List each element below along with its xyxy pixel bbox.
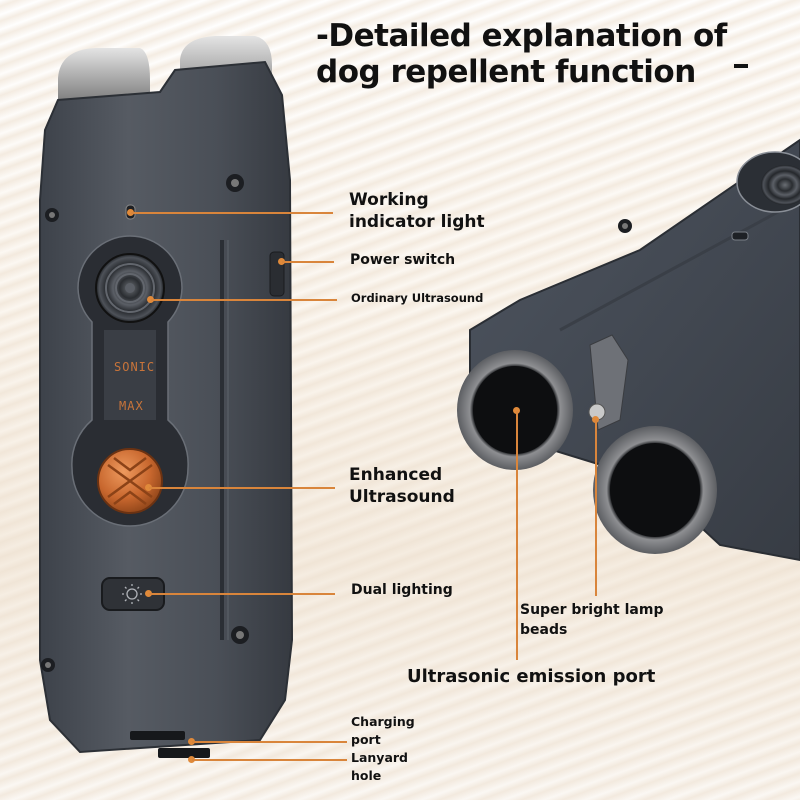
title-dash-mark <box>734 64 748 68</box>
lanyard-hole-slot <box>158 748 210 758</box>
label-lanyard-hole-line1: Lanyard <box>351 750 408 765</box>
label-working-indicator-line1: Working <box>349 190 429 210</box>
label-lanyard-hole-line2: hole <box>351 768 382 783</box>
label-charging-port-line1: Charging <box>351 714 415 729</box>
label-enhanced-ultrasound-line2: Ultrasound <box>349 487 455 507</box>
label-enhanced-ultrasound: Enhanced Ultrasound <box>349 464 455 508</box>
label-lamp-beads-line2: beads <box>520 622 568 638</box>
label-charging-port-line2: port <box>351 732 381 747</box>
light-icon <box>122 584 142 604</box>
label-enhanced-ultrasound-line1: Enhanced <box>349 465 443 485</box>
page-title: -Detailed explanation of dog repellent f… <box>316 18 727 90</box>
panel-label-sonic: SONIC <box>114 360 156 374</box>
title-line-2: dog repellent function <box>316 54 696 90</box>
label-ordinary-ultrasound: Ordinary Ultrasound <box>351 291 484 305</box>
title-line-1: -Detailed explanation of <box>316 18 727 54</box>
label-charging-port: Charging port <box>351 713 415 749</box>
label-lamp-beads-line1: Super bright lamp <box>520 602 664 618</box>
label-lanyard-hole: Lanyard hole <box>351 749 408 785</box>
label-power-switch: Power switch <box>350 252 456 268</box>
panel-label-max: MAX <box>119 399 144 413</box>
label-dual-lighting: Dual lighting <box>351 582 453 598</box>
label-ultrasonic-emission-port: Ultrasonic emission port <box>407 666 656 687</box>
charging-port-slot <box>130 731 185 740</box>
screw-icon <box>41 174 249 672</box>
device-angled-view <box>457 138 800 562</box>
label-working-indicator: Working indicator light <box>349 189 485 233</box>
label-lamp-beads: Super bright lamp beads <box>520 600 663 640</box>
label-working-indicator-line2: indicator light <box>349 212 485 232</box>
